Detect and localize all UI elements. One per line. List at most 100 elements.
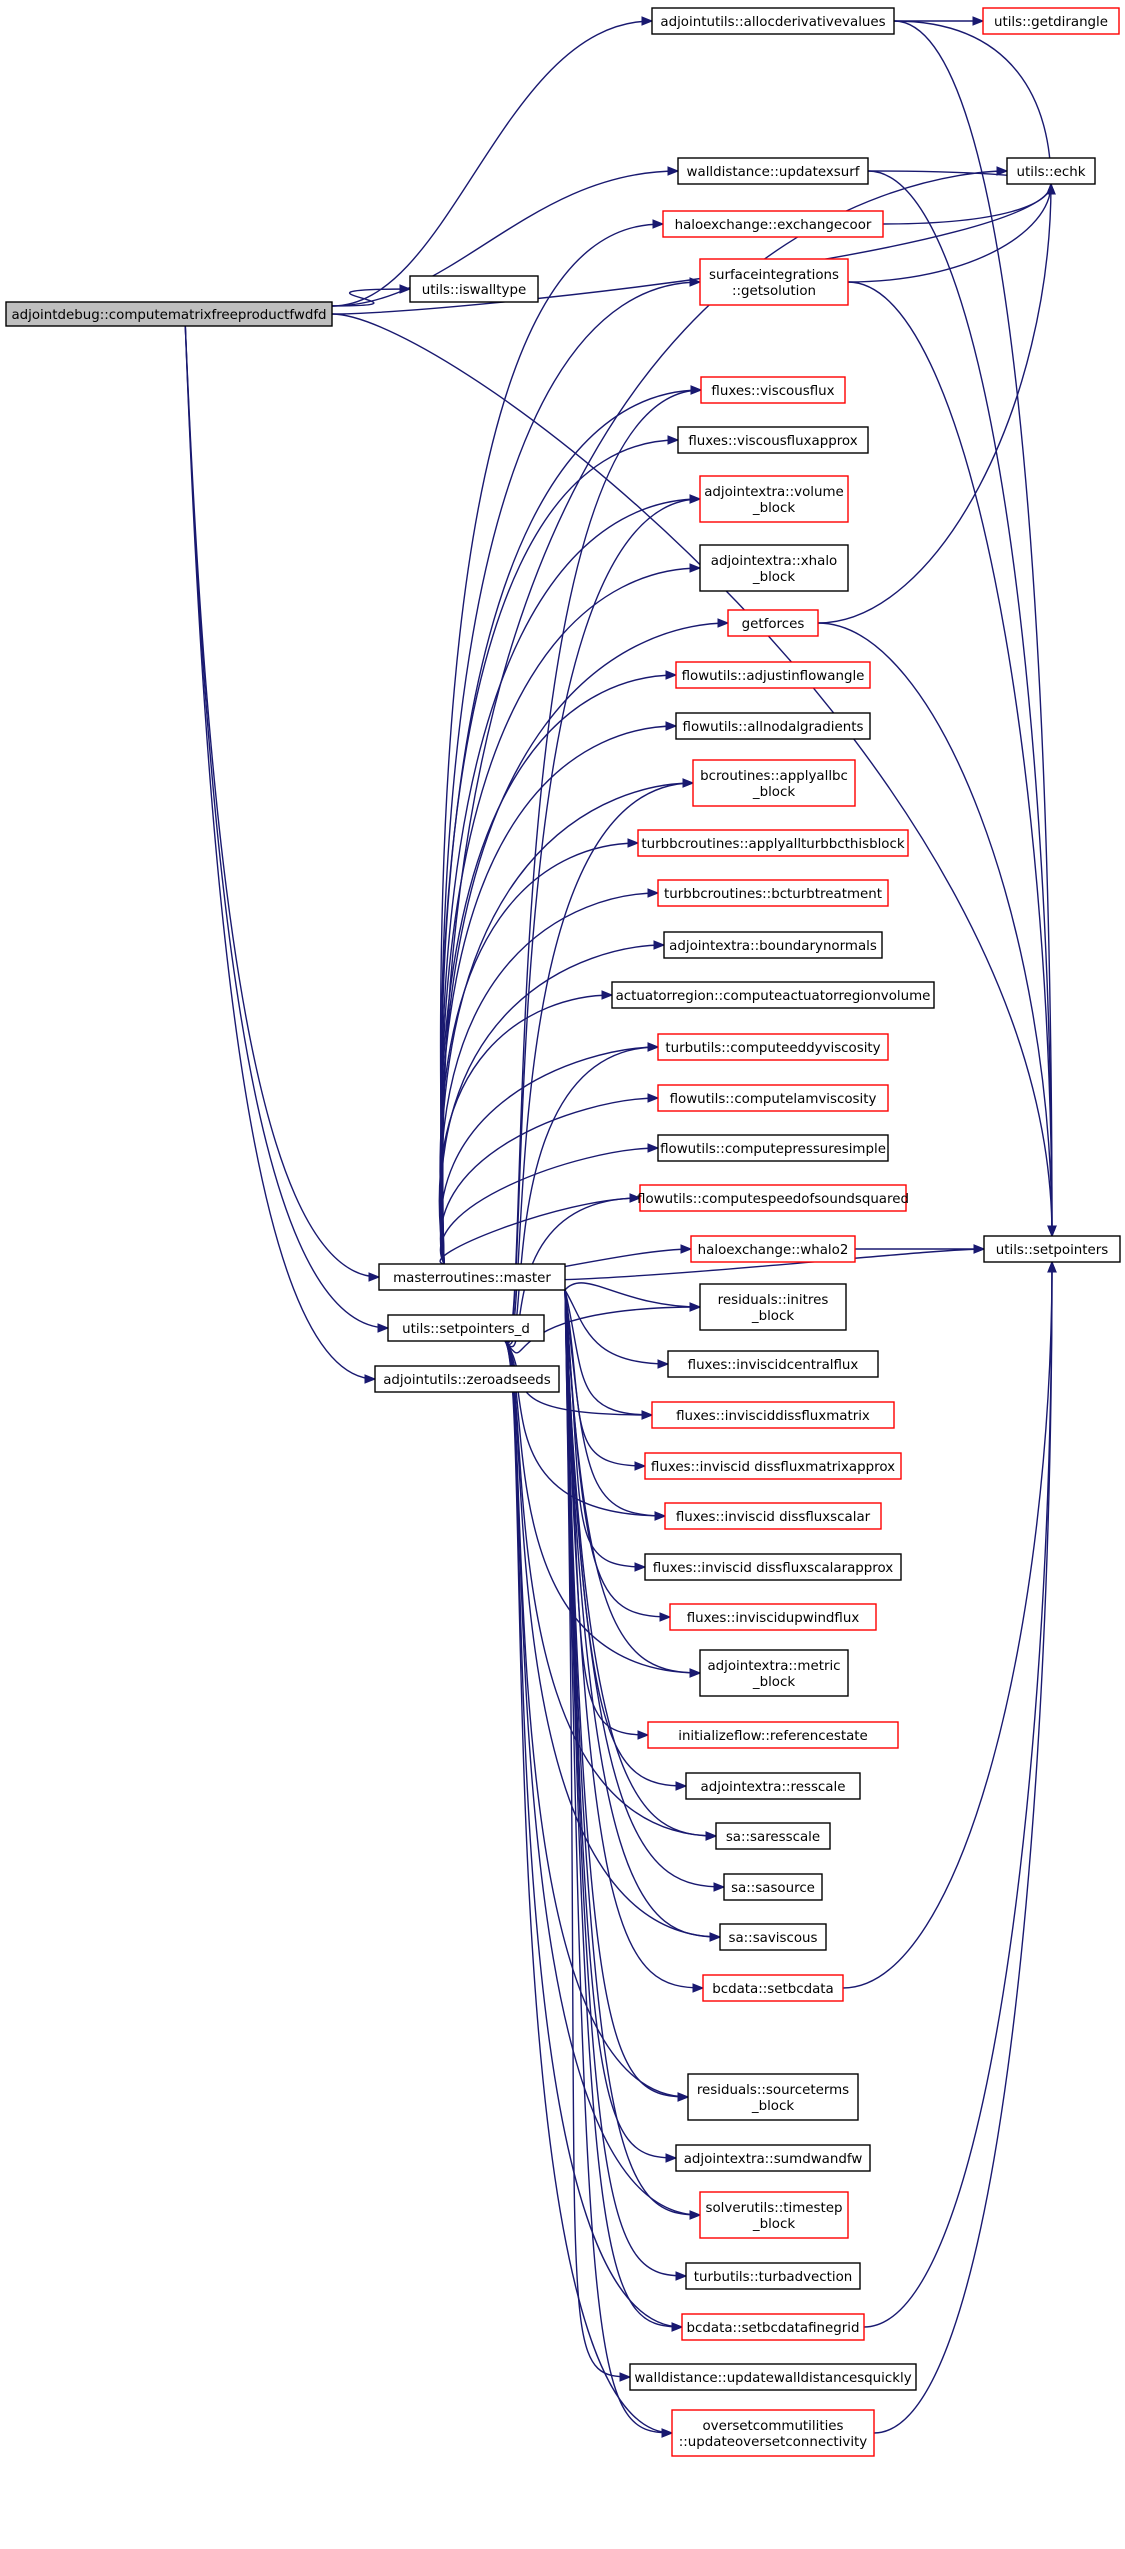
node-zeroad[interactable]: adjointutils::zeroadseeds (374, 1365, 560, 1393)
edge-setbcfine-to-setptr (863, 1261, 1053, 2328)
nodes-layer: adjointdebug::computematrixfreeproductfw… (5, 7, 1121, 2457)
node-label: masterroutines::master (393, 1271, 551, 1286)
node-setptr[interactable]: utils::setpointers (983, 1235, 1121, 1263)
edge-master-to-metric (564, 1289, 701, 1674)
node-invdmata[interactable]: fluxes::inviscid dissfluxmatrixapprox (644, 1452, 902, 1480)
node-box (657, 879, 889, 907)
node-box (699, 258, 849, 306)
node-refstate[interactable]: initializeflow::referencestate (647, 1721, 899, 1749)
edge-arrowhead (677, 2092, 690, 2102)
edge-arrowhead (634, 1562, 647, 1572)
node-getforces[interactable]: getforces (727, 609, 819, 637)
node-resscale[interactable]: adjointextra::resscale (685, 1772, 861, 1800)
node-label: utils::getdirangle (994, 15, 1108, 30)
node-initres[interactable]: residuals::initres_block (699, 1283, 847, 1331)
node-turbadv[interactable]: turbutils::turbadvection (685, 2262, 861, 2290)
edge-master-to-viscapp (440, 439, 679, 1265)
node-echk[interactable]: utils::echk (1006, 157, 1096, 185)
node-invup[interactable]: fluxes::inviscidupwindflux (669, 1603, 877, 1631)
node-invdmat[interactable]: fluxes::invisciddissfluxmatrix (651, 1401, 895, 1429)
edge-master-to-actuator (438, 994, 613, 1265)
node-metric[interactable]: adjointextra::metric_block (699, 1649, 849, 1697)
edge-arrowhead (399, 284, 412, 294)
node-adjflow[interactable]: flowutils::adjustinflowangle (675, 661, 871, 689)
node-savisc[interactable]: sa::saviscous (719, 1923, 827, 1951)
node-invdsc[interactable]: fluxes::inviscid dissfluxscalar (664, 1502, 882, 1530)
edge-master-to-srcterm (564, 1289, 689, 2098)
node-box (687, 2073, 859, 2121)
edge-arrowhead (680, 1244, 693, 1254)
edge-arrowhead (996, 166, 1009, 176)
node-label: flowutils::adjustinflowangle (682, 669, 865, 684)
node-tstep[interactable]: solverutils::timestep_block (699, 2191, 849, 2239)
edge-master-to-setbcfine (564, 1289, 683, 2328)
node-box (651, 1401, 895, 1429)
node-getdir[interactable]: utils::getdirangle (982, 7, 1120, 35)
node-label: bcroutines::applyallbc (700, 769, 848, 784)
node-box (644, 1553, 902, 1581)
node-label: turbutils::computeeddyviscosity (665, 1041, 880, 1056)
node-root[interactable]: adjointdebug::computematrixfreeproductfw… (5, 301, 333, 327)
node-overset[interactable]: oversetcommutilities::updateoversetconne… (671, 2409, 875, 2457)
node-bndnorm[interactable]: adjointextra::boundarynormals (663, 931, 883, 959)
node-label: sa::saviscous (728, 1931, 817, 1946)
node-setbcfine[interactable]: bcdata::setbcdatafinegrid (681, 2313, 865, 2341)
node-exchcoor[interactable]: haloexchange::exchangecoor (662, 210, 884, 238)
node-bcturb[interactable]: turbbcroutines::bcturbtreatment (657, 879, 889, 907)
node-label: bcdata::setbcdata (712, 1982, 834, 1997)
node-viscapp[interactable]: fluxes::viscousfluxapprox (677, 426, 869, 454)
edge-master-to-bcturb (439, 892, 659, 1265)
node-applybc[interactable]: bcroutines::applyallbc_block (692, 759, 856, 807)
node-allocder[interactable]: adjointutils::allocderivativevalues (651, 7, 895, 35)
node-pressure[interactable]: flowutils::computepressuresimple (657, 1134, 889, 1162)
node-speed[interactable]: flowutils::computespeedofsoundsquared (637, 1184, 909, 1212)
edge-arrowhead (647, 1093, 660, 1103)
node-setbc[interactable]: bcdata::setbcdata (702, 1974, 844, 2002)
node-wallquick[interactable]: walldistance::updatewalldistancesquickly (629, 2363, 917, 2391)
edge-arrowhead (675, 2271, 688, 2281)
node-box (723, 1873, 823, 1901)
edge-master-to-bndnorm (439, 944, 665, 1265)
node-master[interactable]: masterroutines::master (378, 1263, 566, 1291)
node-iswall[interactable]: utils::iswalltype (409, 275, 539, 303)
edge-arrowhead (713, 1882, 726, 1892)
node-sasrc[interactable]: sa::sasource (723, 1873, 823, 1901)
node-invdsca[interactable]: fluxes::inviscid dissfluxscalarapprox (644, 1553, 902, 1581)
edge-arrowhead (377, 1323, 390, 1333)
edge-master-to-echk (442, 170, 1008, 1265)
edge-arrowhead (641, 1410, 654, 1420)
node-actuator[interactable]: actuatorregion::computeactuatorregionvol… (611, 981, 935, 1009)
node-sumdw[interactable]: adjointextra::sumdwandfw (675, 2144, 871, 2172)
edge-allocder-to-setptr (893, 20, 1053, 1237)
node-whalo2[interactable]: haloexchange::whalo2 (690, 1235, 856, 1263)
edge-arrowhead (689, 494, 702, 504)
node-allnodal[interactable]: flowutils::allnodalgradients (675, 712, 871, 740)
node-label: solverutils::timestep (706, 2201, 843, 2216)
node-eddy[interactable]: turbutils::computeeddyviscosity (657, 1033, 889, 1061)
node-saress[interactable]: sa::saresscale (715, 1822, 831, 1850)
node-setptrd[interactable]: utils::setpointers_d (387, 1314, 545, 1342)
edge-getsol-to-echk (847, 183, 1052, 283)
node-label: flowutils::allnodalgradients (683, 720, 864, 735)
node-box (681, 2313, 865, 2341)
node-lamvisc[interactable]: flowutils::computelamviscosity (657, 1084, 889, 1112)
node-turbbc[interactable]: turbbcroutines::applyallturbbcthisblock (637, 829, 909, 857)
node-volblk[interactable]: adjointextra::volume_block (699, 475, 849, 523)
node-updatex[interactable]: walldistance::updatexsurf (677, 157, 869, 185)
node-xhalo[interactable]: adjointextra::xhalo_block (699, 544, 849, 592)
node-invcent[interactable]: fluxes::inviscidcentralflux (667, 1350, 879, 1378)
edge-setptrd-to-invdsc (504, 1340, 666, 1517)
node-visc[interactable]: fluxes::viscousflux (700, 376, 846, 404)
node-getsol[interactable]: surfaceintegrations::getsolution (699, 258, 849, 306)
node-label: adjointdebug::computematrixfreeproductfw… (11, 308, 326, 323)
node-label: flowutils::computelamviscosity (670, 1092, 877, 1107)
node-srcterm[interactable]: residuals::sourceterms_block (687, 2073, 859, 2121)
edge-updatex-to-setptr (867, 170, 1053, 1237)
edge-arrowhead (665, 670, 678, 680)
node-label: surfaceintegrations (709, 268, 839, 283)
node-box (719, 1923, 827, 1951)
node-box (657, 1033, 889, 1061)
node-label: _block (752, 501, 795, 516)
edge-setptrd-to-invdmat (504, 1340, 653, 1416)
node-label: fluxes::invisciddissfluxmatrix (676, 1409, 870, 1424)
